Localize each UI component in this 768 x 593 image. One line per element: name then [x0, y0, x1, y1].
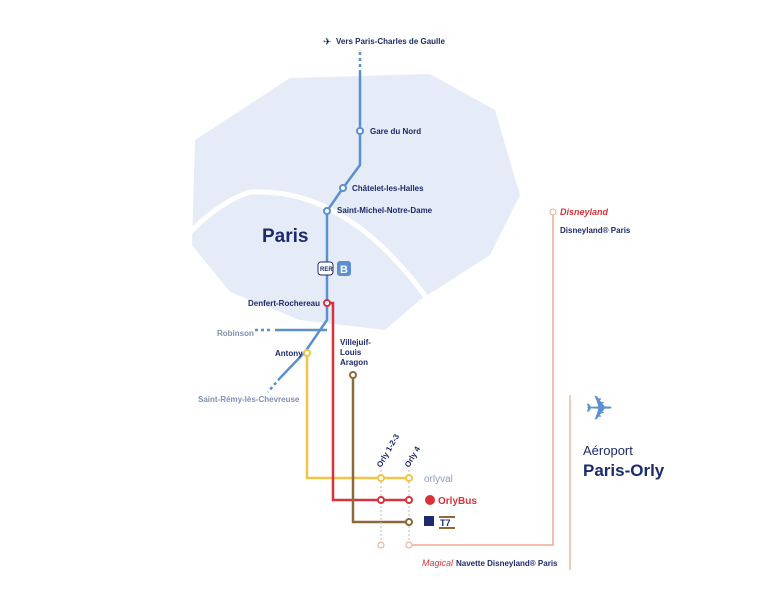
svg-text:Louis: Louis: [340, 348, 362, 357]
svg-text:Aragon: Aragon: [340, 358, 368, 367]
dest-cdg: Vers Paris-Charles de Gaulle: [336, 37, 445, 46]
magical-logo: Magical: [422, 558, 454, 568]
orlybus-line: [327, 301, 409, 502]
svg-text:B: B: [340, 264, 348, 276]
disneyland-logo: Disneyland: [560, 207, 609, 217]
orlyval-logo: orlyval: [424, 474, 453, 485]
station-denfert: Denfert-Rochereau: [248, 299, 320, 308]
dest-robinson: Robinson: [217, 329, 254, 338]
city-label: Paris: [262, 226, 308, 247]
airport-label: Aéroport: [583, 443, 633, 458]
orlybus-logo: OrlyBus: [438, 496, 477, 507]
terminal-orly-4: Orly 4: [403, 444, 422, 469]
rer-badge: [317, 261, 334, 276]
dest-st-remy: Saint-Rémy-lès-Chevreuse: [198, 395, 300, 404]
tram-icon: [424, 516, 434, 526]
airport-plane-icon: ✈: [585, 390, 614, 428]
svg-text:RER: RER: [320, 267, 333, 273]
line-b-badge: [337, 261, 351, 276]
station-antony: Antony: [275, 349, 303, 358]
station-st-michel: Saint-Michel-Notre-Dame: [337, 206, 433, 215]
orlybus-icon: [425, 495, 435, 505]
plane-icon: ✈: [323, 37, 331, 48]
station-markers: [303, 127, 557, 549]
station-chatelet: Châtelet-les-Halles: [352, 184, 424, 193]
station-villejuif: Villejuif-: [340, 338, 371, 347]
t7-line: [351, 375, 409, 524]
t7-logo: T7: [440, 518, 451, 528]
paris-area: [192, 74, 520, 330]
terminal-orly-123: Orly 1-2-3: [375, 432, 402, 469]
airport-name: Paris-Orly: [583, 461, 665, 480]
seine-river: [168, 189, 435, 307]
orlyval-line: [305, 353, 409, 480]
terminal-guides: [380, 470, 410, 545]
station-gare-du-nord: Gare du Nord: [370, 127, 421, 136]
dest-disneyland: Disneyland® Paris: [560, 226, 631, 235]
navette-disney-label: Navette Disneyland® Paris: [456, 559, 558, 568]
disney-shuttle-line: [409, 212, 554, 546]
